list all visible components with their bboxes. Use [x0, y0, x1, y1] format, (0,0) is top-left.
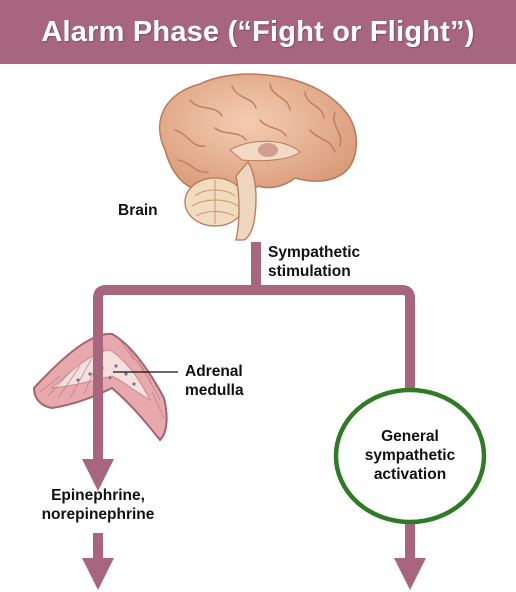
general-activation-circle — [333, 387, 487, 525]
brain-label: Brain — [118, 202, 158, 219]
title-banner — [0, 0, 516, 64]
right-branch-arrow — [256, 285, 427, 434]
sympathetic-stimulation-label: Sympathetic stimulation — [268, 244, 361, 280]
brain-icon — [159, 73, 357, 241]
adrenal-medulla-label: Adrenal medulla — [185, 363, 244, 399]
page-title: Alarm Phase (“Fight or Flight”) — [41, 16, 475, 48]
left-branch-arrow — [81, 285, 256, 492]
general-sympathetic-activation-label: General sympathetic activation — [364, 428, 456, 483]
hormones-label: Epinephrine, norepinephrine — [41, 487, 155, 523]
